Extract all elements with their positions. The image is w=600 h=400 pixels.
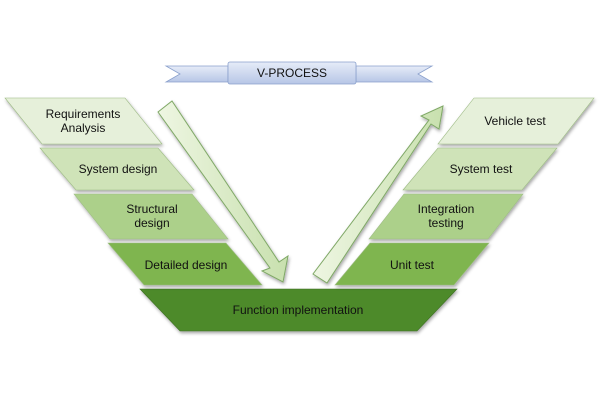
function-implementation-block: Function implementation [139,288,458,332]
stage-shape [368,193,524,240]
down-arrow [157,100,289,283]
stage-label-line1: Structural [126,202,177,216]
down-arrow-shape [157,100,289,283]
stage-shape [4,97,163,145]
diagram-title: V-PROCESS [257,66,327,80]
stage-shape [402,147,558,191]
ribbon-center [227,61,357,85]
stage-structural-design: Structural design [73,193,229,240]
stage-label-line1: Requirements [46,107,121,121]
stage-label-line2: testing [428,216,463,230]
stage-label-line2: Analysis [61,121,106,135]
right-stages: Vehicle test System test Integration tes… [334,97,595,286]
stage-system-test: System test [402,147,558,191]
stage-label-line1: System design [79,162,158,176]
ribbon-right-tail [355,65,434,83]
stage-label-line1: Detailed design [145,258,228,272]
stage-label-line1: Unit test [390,258,435,272]
stage-detailed-design: Detailed design [107,242,263,286]
stage-shape [39,147,195,191]
function-implementation-label: Function implementation [233,303,364,317]
function-implementation-shape [139,288,458,332]
stage-shape [107,242,263,286]
title-ribbon: V-PROCESS [164,61,434,85]
stage-integration-testing: Integration testing [368,193,524,240]
stage-requirements-analysis: Requirements Analysis [4,97,163,145]
stage-label-line1: Integration [418,202,475,216]
ribbon-left-tail [164,65,229,83]
stage-shape [334,242,490,286]
stage-unit-test: Unit test [334,242,490,286]
stage-shape [73,193,229,240]
up-arrow-shape [312,105,444,284]
stage-shape [437,97,595,145]
stage-vehicle-test: Vehicle test [437,97,595,145]
stage-system-design: System design [39,147,195,191]
stage-label-line1: Vehicle test [484,114,546,128]
stage-label-line2: design [134,216,169,230]
up-arrow [312,105,444,284]
stage-label-line1: System test [450,162,513,176]
left-stages: Requirements Analysis System design Stru… [4,97,263,286]
